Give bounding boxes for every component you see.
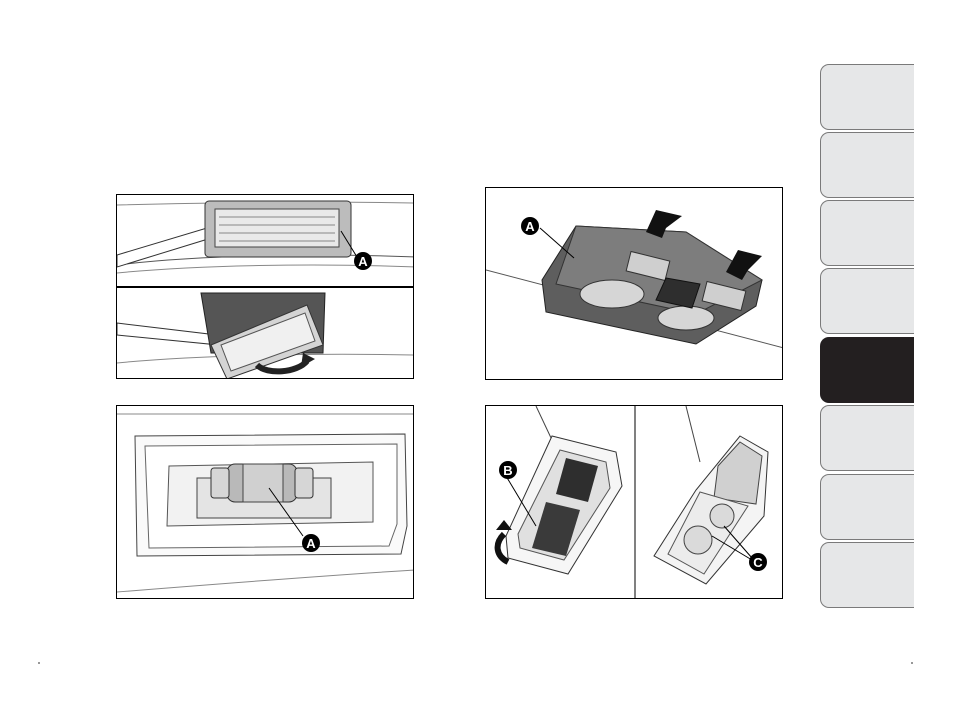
callout-c: C <box>749 553 767 571</box>
chapter-tab-4[interactable] <box>820 268 914 334</box>
chapter-tab-5-active[interactable] <box>820 337 914 403</box>
callout-a-bulb: A <box>302 534 320 552</box>
chapter-tab-7[interactable] <box>820 474 914 540</box>
svg-text:A: A <box>358 254 368 269</box>
svg-text:B: B <box>503 463 512 478</box>
chapter-tab-2[interactable] <box>820 132 914 198</box>
svg-text:C: C <box>753 555 763 570</box>
chapter-tab-1[interactable] <box>820 64 914 130</box>
page-mark-left <box>38 662 40 664</box>
page-mark-right <box>911 662 913 664</box>
chapter-tab-8[interactable] <box>820 542 914 608</box>
figure-plate-light-bulb: A <box>116 405 414 599</box>
callout-a-roof: A <box>521 217 539 235</box>
svg-text:A: A <box>306 536 316 551</box>
callout-b: B <box>499 461 517 479</box>
callout-a-top: A <box>354 252 372 270</box>
chapter-tab-6[interactable] <box>820 405 914 471</box>
figure-courtesy-light-internals: B C <box>485 405 783 599</box>
svg-text:A: A <box>525 219 535 234</box>
figure-courtesy-light: A <box>485 187 783 380</box>
chapter-tab-3[interactable] <box>820 200 914 266</box>
figure-plate-light-removal: A <box>116 194 414 379</box>
